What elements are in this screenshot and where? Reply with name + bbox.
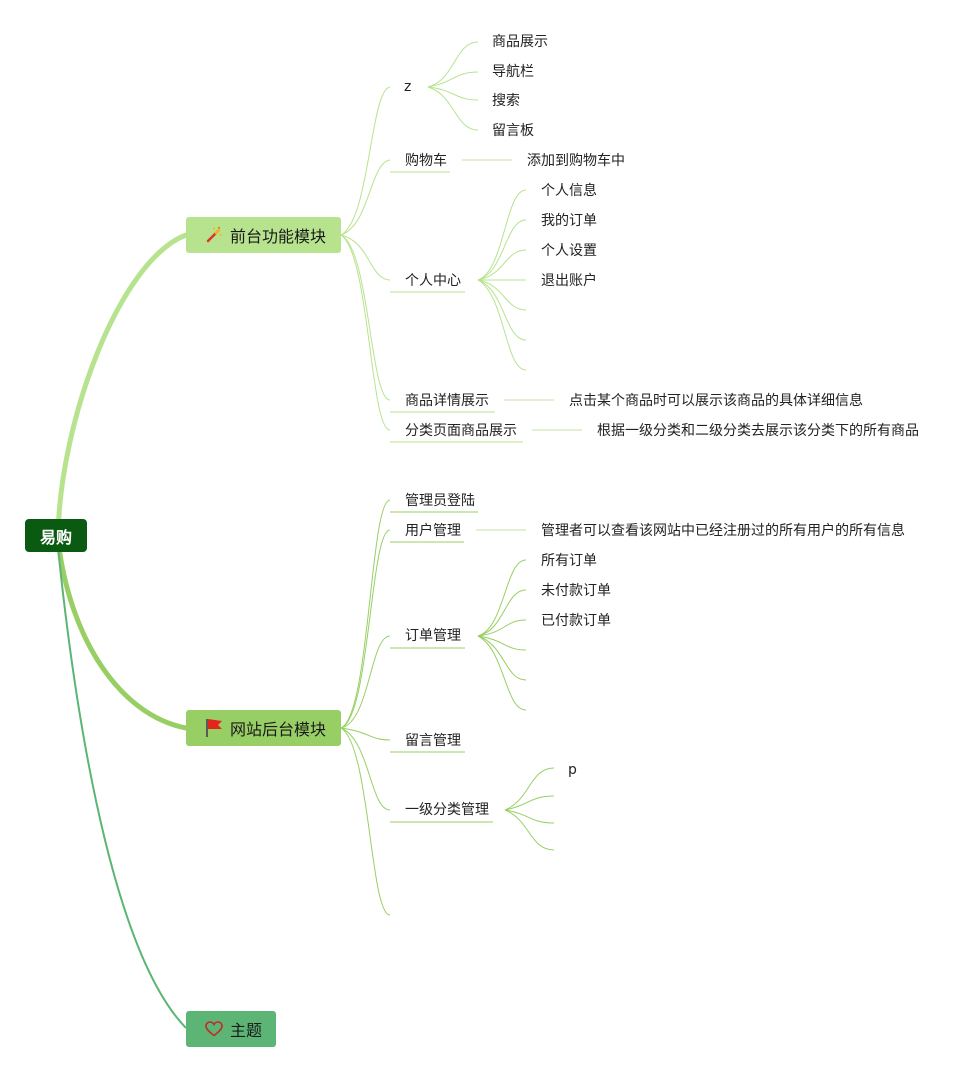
heart-icon [204, 1019, 224, 1039]
branch-back-module[interactable]: 网站后台模块 [186, 710, 341, 746]
node-my-orders[interactable]: 我的订单 [541, 213, 597, 229]
connector-root-back [55, 537, 189, 731]
connector-root-topic [57, 547, 187, 1029]
node-navbar[interactable]: 导航栏 [492, 64, 534, 80]
node-personal-center[interactable]: 个人中心 [405, 273, 461, 289]
node-add-to-cart[interactable]: 添加到购物车中 [527, 153, 625, 169]
node-admin-login[interactable]: 管理员登陆 [405, 493, 475, 509]
node-personal-settings[interactable]: 个人设置 [541, 243, 597, 259]
node-cart[interactable]: 购物车 [405, 153, 447, 169]
order-subconnectors [477, 559, 527, 711]
node-category-display-desc[interactable]: 根据一级分类和二级分类去展示该分类下的所有商品 [597, 423, 919, 439]
magic-wand-icon [204, 225, 224, 245]
personal-subconnectors [477, 189, 527, 371]
node-paid-orders[interactable]: 已付款订单 [541, 613, 611, 629]
node-product-detail[interactable]: 商品详情展示 [405, 393, 489, 409]
node-z[interactable]: z [404, 79, 412, 95]
node-order-mgmt[interactable]: 订单管理 [405, 628, 461, 644]
z-subconnectors [427, 41, 479, 131]
branch-topic[interactable]: 主题 [186, 1011, 276, 1047]
node-product-detail-desc[interactable]: 点击某个商品时可以展示该商品的具体详细信息 [569, 393, 863, 409]
node-message-mgmt[interactable]: 留言管理 [405, 733, 461, 749]
node-category-display[interactable]: 分类页面商品展示 [405, 423, 517, 439]
node-unpaid-orders[interactable]: 未付款订单 [541, 583, 611, 599]
node-category-mgmt[interactable]: 一级分类管理 [405, 802, 489, 818]
branch-front-label: 前台功能模块 [230, 227, 327, 246]
node-p[interactable]: p [568, 762, 577, 778]
root-node[interactable]: 易购 [25, 519, 87, 552]
node-product-display[interactable]: 商品展示 [492, 34, 548, 50]
node-logout[interactable]: 退出账户 [541, 273, 597, 289]
branch-front-module[interactable]: 前台功能模块 [186, 217, 341, 253]
node-user-mgmt[interactable]: 用户管理 [405, 523, 461, 539]
category-mgmt-subconnectors [504, 767, 555, 851]
node-message-board[interactable]: 留言板 [492, 123, 534, 139]
branch-topic-label: 主题 [230, 1021, 263, 1040]
root-label: 易购 [39, 527, 72, 547]
node-all-orders[interactable]: 所有订单 [541, 553, 597, 569]
red-flag-icon [204, 718, 224, 738]
node-user-mgmt-desc[interactable]: 管理者可以查看该网站中已经注册过的所有用户的所有信息 [541, 523, 905, 539]
back-subconnectors [340, 499, 493, 916]
node-search[interactable]: 搜索 [492, 93, 520, 109]
branch-back-label: 网站后台模块 [230, 720, 327, 739]
node-personal-info[interactable]: 个人信息 [541, 183, 597, 199]
front-subconnectors [340, 86, 523, 443]
connector-root-front [55, 232, 189, 539]
